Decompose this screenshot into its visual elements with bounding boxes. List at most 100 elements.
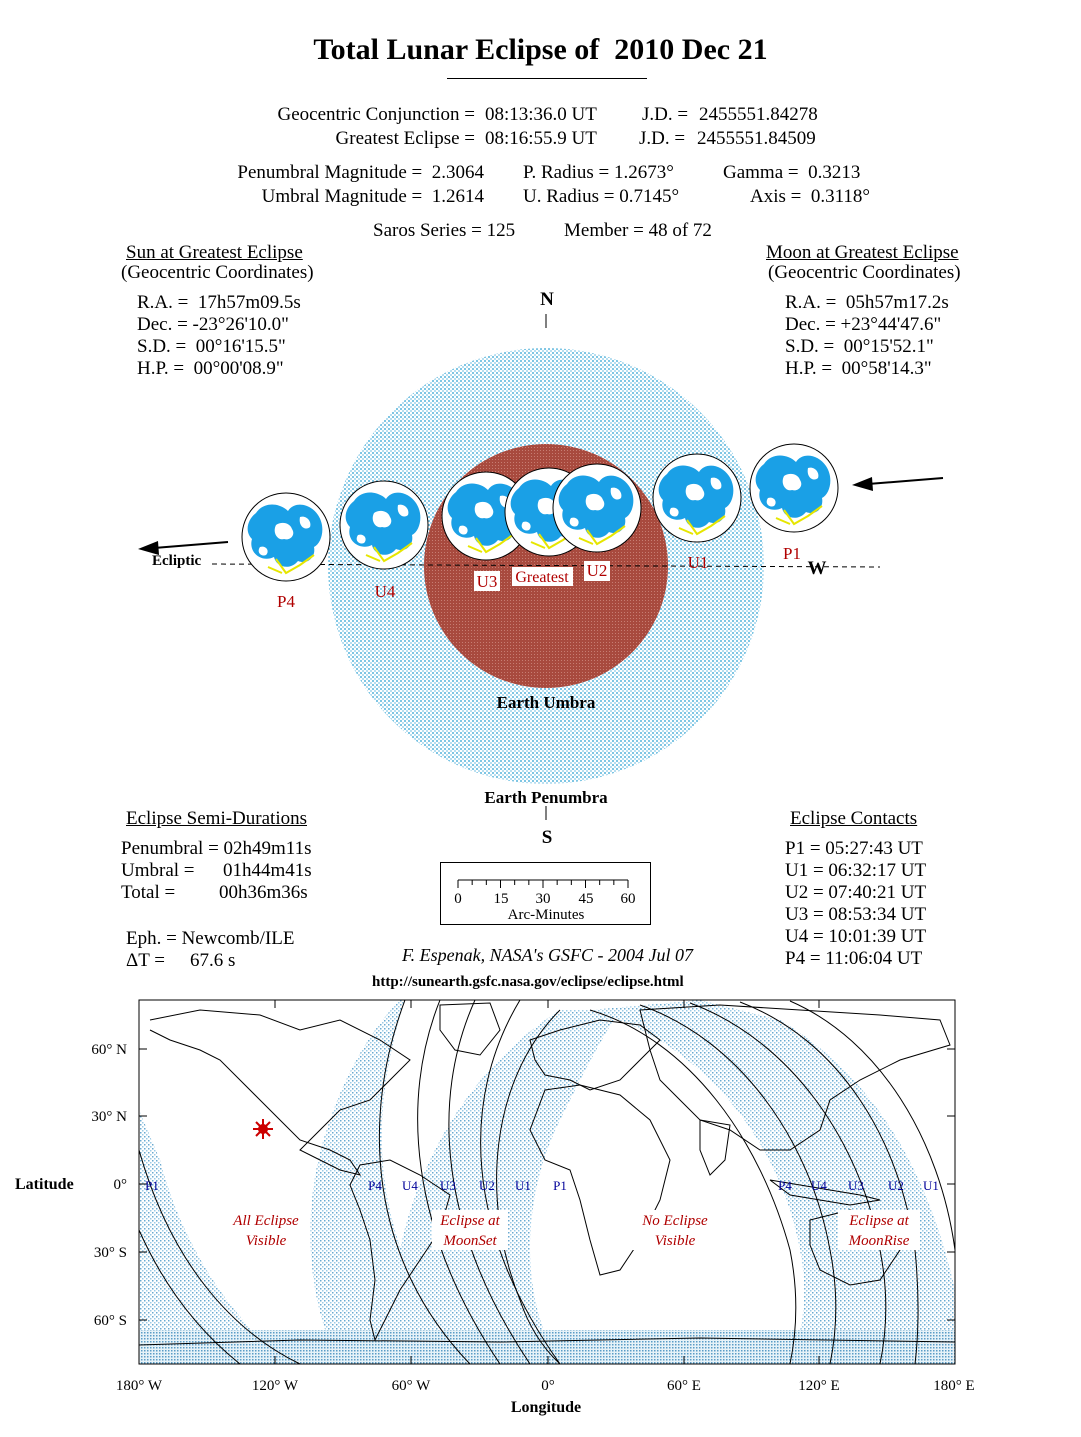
- south-america-outline: [349, 1159, 451, 1342]
- scale-tick-15: 15: [494, 891, 509, 907]
- greatest-jd-label: J.D. =: [639, 128, 686, 149]
- moonset-zone: [310, 1000, 470, 1364]
- arrowhead-in-icon: [852, 477, 873, 491]
- region-moonrise-1: Eclipse at: [848, 1213, 909, 1229]
- semi-durations-heading: Eclipse Semi-Durations: [126, 808, 307, 829]
- lat-tick-60n: 60° N: [91, 1042, 127, 1058]
- moon-path-arrow-out: [153, 541, 229, 549]
- credit: F. Espenak, NASA's GSFC - 2004 Jul 07: [402, 945, 693, 965]
- moon-label-p1: P1: [783, 544, 801, 563]
- lon-tick-180w: 180° W: [116, 1378, 163, 1394]
- moon-label-u2-bg: [584, 561, 610, 581]
- lon-tick-180e: 180° E: [933, 1378, 974, 1394]
- region-none-1: No Eclipse: [641, 1213, 708, 1229]
- lat-tick-30s: 30° S: [94, 1245, 127, 1261]
- moon-ra: R.A. = 05h57m17.2s: [785, 292, 949, 313]
- axis-value: Axis = 0.3118°: [750, 186, 871, 207]
- map-contact-right-u4: U4: [811, 1178, 827, 1193]
- longitude-label: Longitude: [511, 1399, 581, 1416]
- ecliptic-line: [211, 563, 881, 568]
- arrowhead-out-icon: [138, 541, 159, 555]
- penumbra-label: Earth Penumbra: [484, 788, 608, 807]
- saros-member: Member = 48 of 72: [564, 220, 712, 241]
- moon-heading: Moon at Greatest Eclipse: [766, 242, 959, 263]
- gamma-value: Gamma = 0.3213: [723, 162, 861, 183]
- antarctica-outline: [139, 1337, 955, 1346]
- greatest-label: Greatest Eclipse =: [335, 128, 475, 149]
- ephemeris: Eph. = Newcomb/ILE: [126, 928, 295, 949]
- map-contact-mid-u4: U4: [402, 1178, 418, 1193]
- moonset-zone-inner: [396, 1010, 620, 1364]
- moonrise-zone: [590, 1000, 955, 1364]
- delta-t-value: 67.6 s: [190, 950, 236, 971]
- moon-p1: [749, 443, 839, 533]
- map-contact-mid-p4: P4: [368, 1178, 382, 1193]
- region-none-2: Visible: [655, 1233, 696, 1249]
- map-contact-right-u3: U3: [848, 1178, 864, 1193]
- map-contact-mid-u2: U2: [479, 1178, 495, 1193]
- region-none-bg: [632, 1210, 718, 1250]
- lat-tick-30n: 30° N: [91, 1109, 127, 1125]
- region-all-visible-1: All Eclipse: [232, 1213, 299, 1229]
- africa-outline: [529, 1084, 671, 1276]
- map-contact-mid-u1: U1: [515, 1178, 531, 1193]
- sun-subheading: (Geocentric Coordinates): [121, 262, 314, 283]
- source-url: http://sunearth.gsfc.nasa.gov/eclipse/ec…: [372, 974, 684, 990]
- greenland-outline: [439, 1002, 501, 1056]
- india-outline: [699, 1119, 731, 1176]
- contact-p1: P1 = 05:27:43 UT: [785, 838, 923, 859]
- map-contact-mid-u3: U3: [440, 1178, 456, 1193]
- lon-tick-120e: 120° E: [798, 1378, 839, 1394]
- map-contact-right-p4: P4: [778, 1178, 792, 1193]
- region-moonrise-bg: [838, 1210, 920, 1250]
- moon-label-u3: U3: [477, 572, 498, 591]
- region-moonset-bg: [432, 1210, 508, 1250]
- eclipse-diagram: N S Ecliptic W P1 U1 U2 Greatest U3 U4 P…: [138, 289, 944, 848]
- moon-label-greatest: Greatest: [515, 569, 569, 586]
- total-duration: 00h36m36s: [219, 882, 308, 903]
- asia-outline: [639, 1004, 951, 1151]
- north-america-outline: [149, 1009, 411, 1176]
- umbral-duration: 01h44m41s: [223, 860, 312, 881]
- sun-ra: R.A. = 17h57m09.5s: [137, 292, 301, 313]
- sun-sd: S.D. = 00°16'15.5": [137, 336, 286, 357]
- moon-label-u4: U4: [375, 582, 396, 601]
- region-moonset-1: Eclipse at: [439, 1213, 500, 1229]
- conjunction-label: Geocentric Conjunction =: [277, 104, 476, 125]
- contact-p4: P4 = 11:06:04 UT: [785, 948, 923, 969]
- title-rule: [447, 78, 647, 79]
- moon-label-u1: U1: [688, 553, 709, 572]
- lat-tick-60s: 60° S: [94, 1313, 127, 1329]
- map-contact-left-p1: P1: [145, 1178, 159, 1193]
- lon-tick-60e: 60° E: [667, 1378, 701, 1394]
- moon-path-arrow-in: [867, 477, 944, 485]
- saros-series: Saros Series = 125: [373, 220, 516, 241]
- moon-u1: [652, 453, 742, 543]
- sub-lunar-point-icon: [253, 1119, 273, 1139]
- scale-tick-0: 0: [454, 891, 462, 907]
- ecliptic-label: Ecliptic: [152, 553, 202, 569]
- conjunction-jd: 2455551.84278: [699, 104, 818, 125]
- penumbral-duration: Penumbral = 02h49m11s: [121, 838, 312, 859]
- left-edge-zone: [139, 1110, 290, 1364]
- moon-hp: H.P. = 00°58'14.3": [785, 358, 932, 379]
- map-contact-right-u2: U2: [888, 1178, 904, 1193]
- map-frame: [138, 999, 956, 1365]
- page-title: Total Lunar Eclipse of 2010 Dec 21: [313, 33, 768, 66]
- lon-tick-0: 0°: [541, 1378, 555, 1394]
- map-frame-ticks: [138, 1000, 956, 1364]
- moon-u2: [552, 463, 642, 553]
- umbra-label: Earth Umbra: [497, 693, 596, 712]
- greatest-time: 08:16:55.9 UT: [485, 128, 597, 149]
- contact-u1: U1 = 06:32:17 UT: [785, 860, 927, 881]
- penumbral-magnitude: Penumbral Magnitude = 2.3064: [237, 162, 484, 183]
- contact-u2: U2 = 07:40:21 UT: [785, 882, 927, 903]
- visibility-map: 60° N 30° N 0° 30° S 60° S Latitude 180°…: [15, 999, 975, 1416]
- total-duration-label: Total =: [121, 882, 176, 903]
- umbral-magnitude: Umbral Magnitude = 1.2614: [261, 186, 484, 207]
- sun-hp: H.P. = 00°00'08.9": [137, 358, 284, 379]
- latitude-label: Latitude: [15, 1176, 74, 1193]
- moon-sd: S.D. = 00°15'52.1": [785, 336, 934, 357]
- umbral-duration-label: Umbral =: [121, 860, 195, 881]
- west-label: W: [808, 558, 827, 579]
